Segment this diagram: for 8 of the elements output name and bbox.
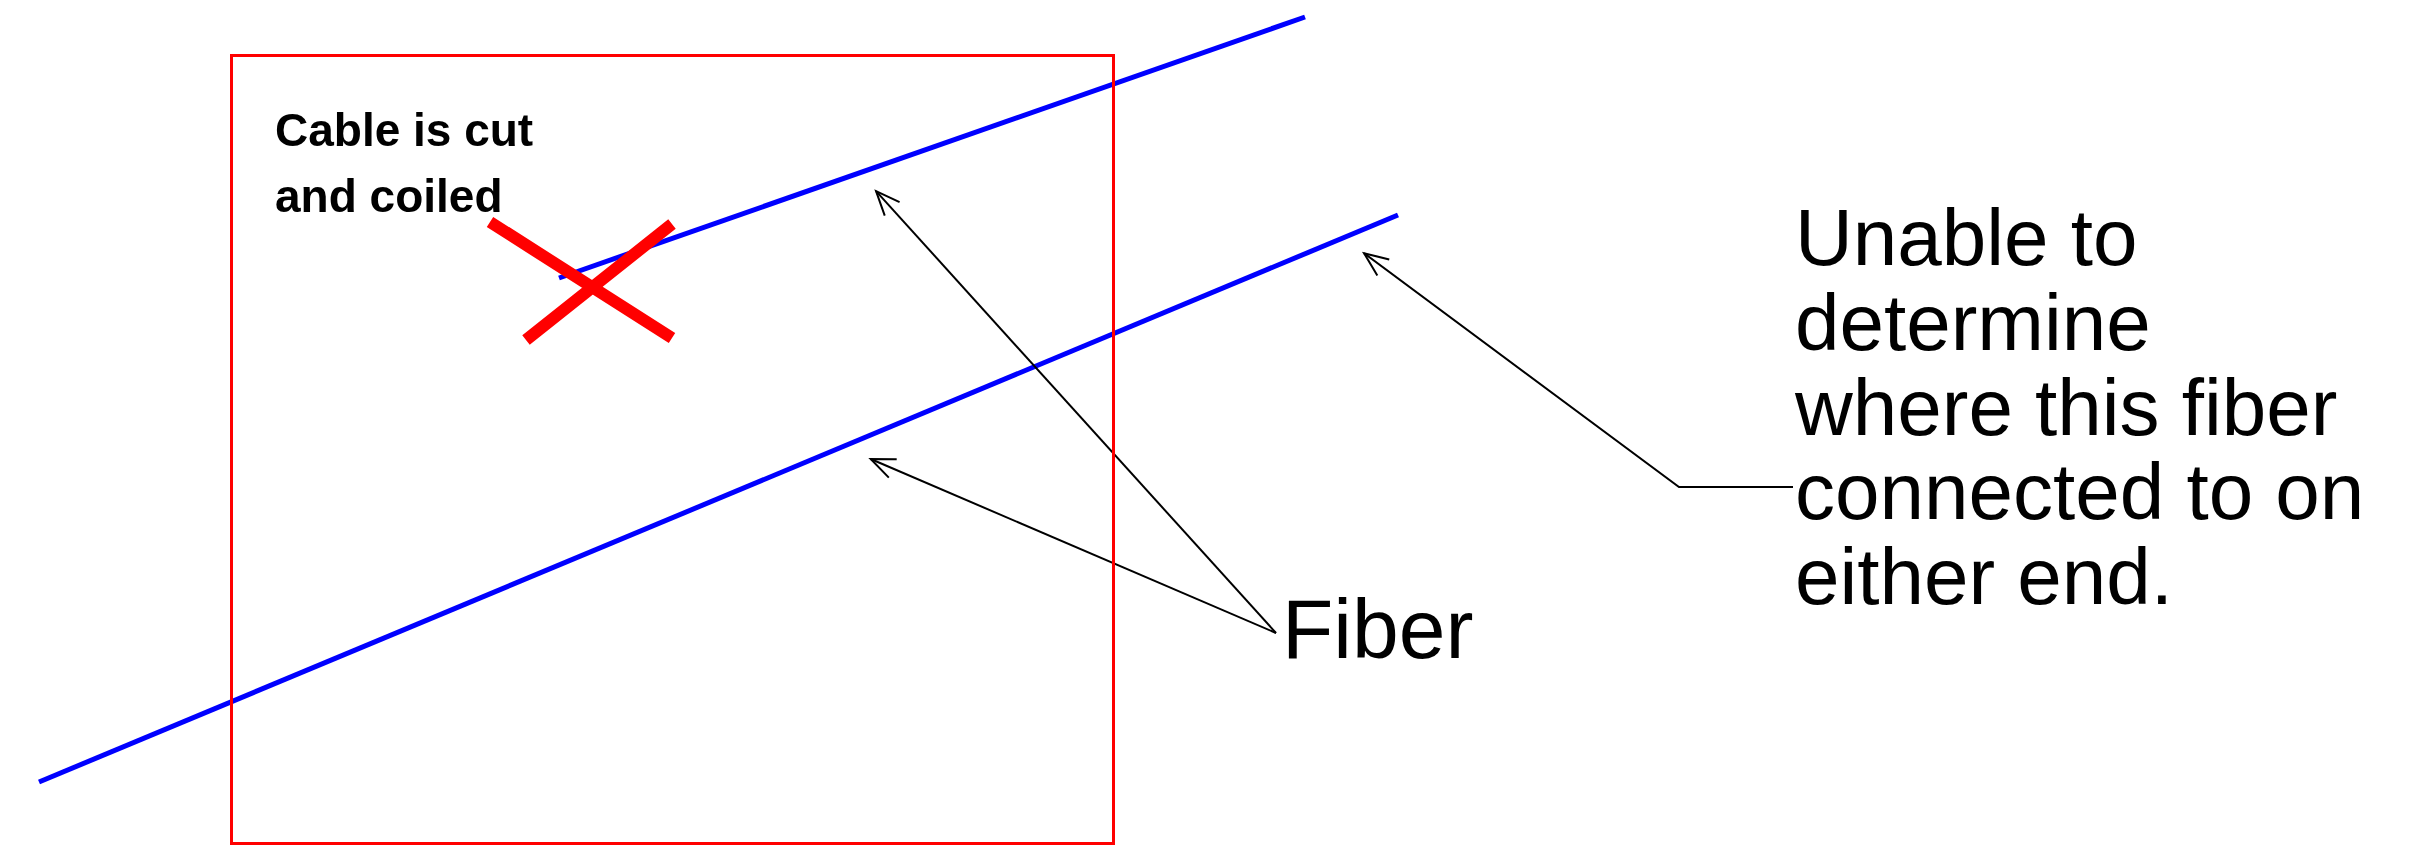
leader-line [875,190,1277,634]
note-text: Cable is cut and coiled [275,103,535,224]
note-text: Unable to determine where this fiber connected to on either end. [1795,196,2375,620]
leader-line [869,458,1277,634]
leader-line [1363,252,1794,488]
enclosure-box [230,54,1115,845]
label-text: Fiber [1282,585,1492,675]
fiber-line [558,14,1306,281]
